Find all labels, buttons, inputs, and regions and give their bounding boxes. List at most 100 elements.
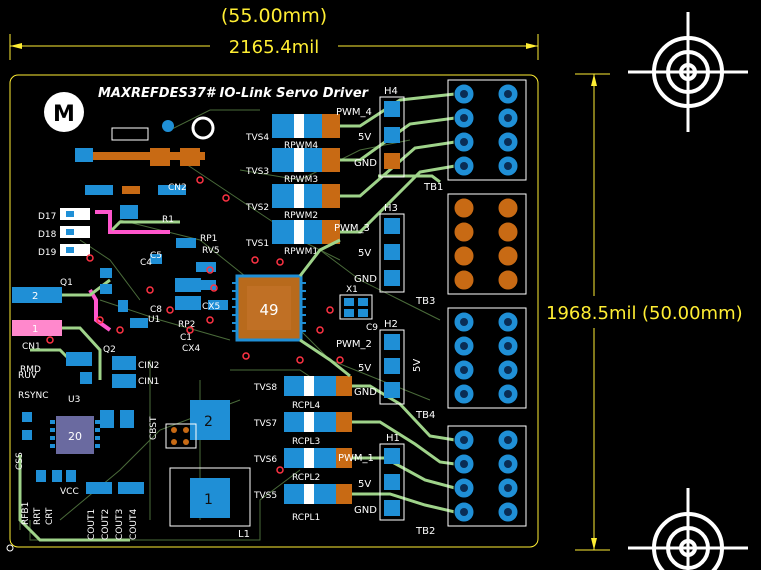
- rcpl-resistors: RCPL4 RCPL3 RCPL2 RCPL1 TVS8 TVS7 TVS6 T…: [253, 376, 352, 523]
- ref-rcpl3: RCPL3: [292, 437, 320, 447]
- board-title: MAXREFDES37# IO-Link Servo Driver: [98, 86, 370, 101]
- h4-pin1-label: PWM_4: [336, 107, 372, 118]
- ref-tvs2: TVS2: [245, 203, 269, 213]
- ref-rcpl1: RCPL1: [292, 513, 320, 523]
- header-h3: H3 PWM_3 5V GND: [334, 203, 405, 293]
- tb1-ref: TB1: [423, 182, 443, 193]
- header-h1: H1 PWM_1 5V GND: [338, 433, 405, 521]
- ref-css: CSS: [15, 452, 25, 470]
- ref-rpwm1: RPWM1: [284, 247, 318, 257]
- ref-tvs4: TVS4: [245, 133, 269, 143]
- connector-cn1: 2 1 CN1: [12, 287, 62, 352]
- h3-pin2-label: 5V: [358, 248, 371, 259]
- h4-pin3-label: GND: [354, 158, 377, 169]
- ref-c4: C4: [140, 258, 152, 268]
- ref-tvs7: TVS7: [253, 419, 277, 429]
- h4-pin2-label: 5V: [358, 132, 371, 143]
- ref-tvs8: TVS8: [253, 383, 277, 393]
- ref-tvs6: TVS6: [253, 455, 277, 465]
- ref-crt: CRT: [45, 507, 55, 525]
- ref-c8: C8: [150, 305, 162, 315]
- ref-x1: X1: [346, 285, 358, 295]
- crystal-x1: X1 C9: [339, 285, 378, 333]
- ref-ruv: RUV: [18, 371, 38, 381]
- ref-q2: Q1: [60, 278, 73, 288]
- tb4-ref: TB4: [415, 410, 435, 421]
- ref-rpwm2: RPWM2: [284, 211, 318, 221]
- ref-cn2: CN2: [168, 183, 187, 193]
- terminal-blocks: TB1 TB3 TB4 TB2 5V: [412, 79, 527, 537]
- h2-pin1-label: PWM_2: [336, 339, 372, 350]
- h1-ref: H1: [386, 433, 400, 444]
- ref-r1: R1: [162, 215, 174, 225]
- ref-rp1: RP1: [200, 234, 217, 244]
- h1-pin3-label: GND: [354, 505, 377, 516]
- h1-pin2-label: 5V: [358, 479, 371, 490]
- ic-u3: 20: [50, 416, 100, 454]
- h2-pin2-label: 5V: [358, 363, 371, 374]
- h3-pin1-label: PWM_3: [334, 223, 370, 234]
- ref-cn1: CN1: [22, 342, 41, 352]
- ref-c9: C9: [366, 323, 378, 333]
- ref-rv5: RV5: [202, 246, 220, 256]
- width-mil-label: 2165.4mil: [229, 37, 320, 58]
- h1-pin1-label: PWM_1: [338, 453, 374, 464]
- center-header: [165, 423, 197, 449]
- rpwm-resistors: RPWM4 RPWM3 RPWM2 RPWM1 TVS4 TVS3 TVS2 T…: [245, 114, 340, 257]
- registration-target-top: [628, 12, 748, 132]
- via-icon: [162, 120, 174, 132]
- origin-marker-icon: [6, 544, 14, 552]
- ref-u3: U3: [68, 395, 80, 405]
- ref-cout3: COUT3: [115, 509, 125, 540]
- ref-rpwm4: RPWM4: [284, 141, 318, 151]
- ref-cx4: CX4: [182, 344, 200, 354]
- registration-target-bottom: [628, 488, 748, 570]
- ref-rmd: RMD: [20, 365, 41, 375]
- ref-tvs1: TVS1: [245, 239, 269, 249]
- ref-d17: D17: [38, 212, 56, 222]
- ref-rpwm3: RPWM3: [284, 175, 318, 185]
- tb4-voltage-label: 5V: [412, 359, 423, 372]
- tb2-ref: TB2: [415, 526, 435, 537]
- ref-c5: C5: [150, 251, 162, 261]
- h3-ref: H3: [384, 203, 398, 214]
- ref-tvs3: TVS3: [245, 167, 269, 177]
- magenta-traces: [88, 210, 170, 332]
- h3-pin3-label: GND: [354, 274, 377, 285]
- height-mil-label: 1968.5mil: [546, 303, 637, 324]
- main-mcu: 49: [232, 274, 306, 342]
- ref-cout2: COUT2: [101, 509, 111, 540]
- height-dimension: 1968.5mil (50.00mm): [546, 73, 743, 551]
- ref-rrt: RRT: [33, 507, 43, 525]
- ref-u1: U1: [148, 315, 160, 325]
- bottom-rotated-labels: RFB1 RRT CRT COUT1 COUT2 COUT3 COUT4 CSS…: [15, 416, 159, 540]
- ic-u3-number: 20: [68, 430, 82, 443]
- mid-passives: R1 RP1 RV5 CX5 RP2 C1 CX4 C4 C8 CN2 C5 Q…: [20, 183, 228, 375]
- ref-cbst: CBST: [149, 416, 159, 440]
- ref-rfb1: RFB1: [21, 502, 31, 525]
- height-mm-label: (50.00mm): [642, 303, 743, 324]
- l1-pad1-label: 1: [204, 492, 213, 508]
- vias: [46, 176, 344, 474]
- width-dimension: (55.00mm) 2165.4mil: [9, 5, 539, 60]
- left-mid-components: Q1 U1 CIN2 CIN1 RUV RSYNC U3: [18, 268, 201, 405]
- l1-pad2-label: 2: [204, 414, 213, 430]
- ref-tvs5: TVS5: [253, 491, 277, 501]
- top-left-components: [75, 127, 205, 195]
- inductor-l1: L1 2 1: [169, 400, 251, 540]
- mcu-number: 49: [259, 301, 278, 319]
- ref-cout4: COUT4: [129, 509, 139, 540]
- header-h2: H2 PWM_2 5V GND: [336, 319, 405, 405]
- maxim-logo: M: [44, 92, 84, 132]
- cn1-pin2-label: 2: [32, 291, 38, 302]
- header-h4: H4 PWM_4 5V GND: [336, 86, 405, 178]
- cn1-pin1-label: 1: [32, 324, 38, 335]
- ref-cx5: CX5: [202, 302, 220, 312]
- h2-ref: H2: [384, 319, 398, 330]
- ref-vcc: VCC: [60, 487, 79, 497]
- ref-q1: Q2: [103, 345, 116, 355]
- bottom-left-components: VCC: [22, 410, 144, 497]
- led-group: D17 D18 D19: [38, 208, 90, 258]
- ref-rcpl2: RCPL2: [292, 473, 320, 483]
